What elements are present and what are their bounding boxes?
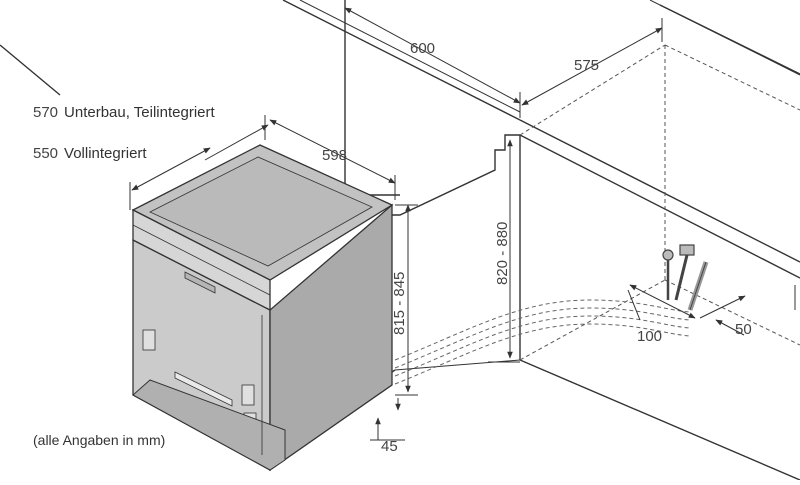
wall-line bbox=[0, 44, 61, 96]
dim-50: 50 bbox=[735, 321, 752, 338]
hoses bbox=[394, 299, 691, 385]
dim-575: 575 bbox=[574, 57, 599, 74]
dishwasher bbox=[131, 144, 394, 472]
dim-600: 600 bbox=[410, 40, 435, 57]
legend-value: 550 bbox=[33, 145, 59, 162]
dim-820-880: 820 - 880 bbox=[494, 222, 511, 285]
legend-row-550: 550 Vollintegriert bbox=[33, 145, 147, 162]
dimension-lines bbox=[129, 7, 746, 441]
dim-45: 45 bbox=[381, 438, 398, 455]
dishwasher-side bbox=[269, 203, 393, 472]
legend-value: 570 bbox=[33, 104, 59, 121]
dim-815-845: 815 - 845 bbox=[391, 272, 408, 335]
dim-598: 598 bbox=[322, 147, 347, 164]
dim-100: 100 bbox=[637, 328, 662, 345]
legend-label: Vollintegriert bbox=[64, 145, 147, 162]
water-connection-icon bbox=[662, 244, 709, 311]
niche-hidden-lines bbox=[519, 44, 800, 361]
legend-row-570: 570 Unterbau, Teilintegriert bbox=[33, 104, 215, 121]
legend-label: Unterbau, Teilintegriert bbox=[64, 104, 215, 121]
units-note: (alle Angaben in mm) bbox=[33, 432, 166, 448]
